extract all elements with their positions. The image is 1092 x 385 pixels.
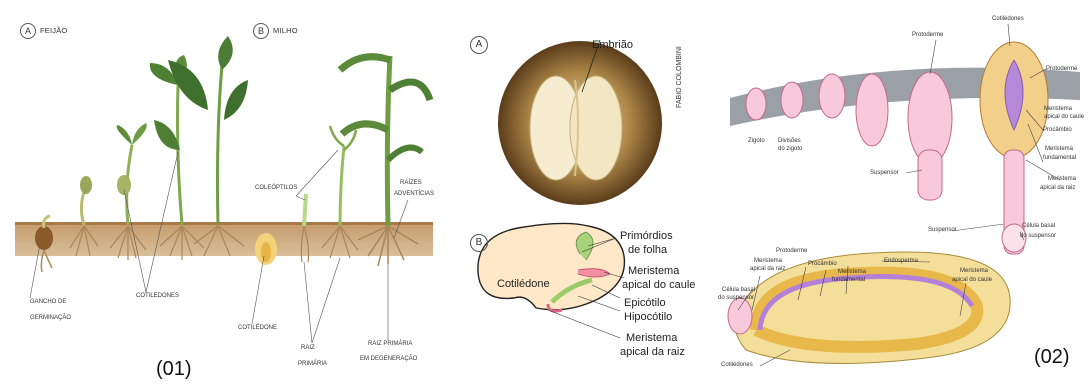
divisoes-label-line1: Divisões bbox=[778, 138, 801, 145]
cotiledones-top-label: Cotilédones bbox=[992, 16, 1024, 23]
celula-basal-right-line1: Célula basal bbox=[1022, 223, 1055, 230]
primordios-label-line2: de folha bbox=[628, 244, 667, 256]
epicotilo-label: Epicótilo bbox=[624, 297, 666, 309]
cotiledone-label: Cotilédone bbox=[497, 278, 550, 290]
divisoes-label-line2: do zigoto bbox=[778, 146, 802, 153]
cotiledones-label: COTILEDONES bbox=[136, 293, 179, 300]
cotiledones-bottom-label: Cotilédones bbox=[721, 362, 753, 369]
meristema-caule-bottom-line1: Meristema bbox=[960, 268, 988, 275]
procambio-right-label: Procâmbio bbox=[1043, 127, 1072, 134]
raiz-primaria-label-line1: RAIZ bbox=[301, 345, 315, 352]
meristema-fundamental-bottom-line1: Meristema bbox=[838, 269, 866, 276]
endosperma-label: Endosperma bbox=[884, 258, 918, 265]
protoderme-top-label: Protoderme bbox=[912, 32, 943, 39]
protoderme-right-label: Protoderme bbox=[1046, 66, 1077, 73]
raiz-primaria-label-line2: PRIMÁRIA bbox=[298, 361, 327, 368]
protoderme-bottom-label: Protoderme bbox=[776, 248, 807, 255]
photo-credit: FABIO COLOMBINI bbox=[676, 46, 684, 108]
cotiledone-milho-label: COTILÉDONE bbox=[238, 325, 277, 332]
letter-a-badge: A bbox=[20, 23, 36, 39]
raiz-degeneracao-label-line1: RAIZ PRIMÁRIA bbox=[368, 341, 412, 348]
meristema-raiz-bottom-line2: apical da raiz bbox=[750, 266, 785, 273]
meristema-raiz-label-line2: apical da raiz bbox=[620, 346, 685, 358]
suspensor-label-1: Suspensor bbox=[870, 170, 899, 177]
meristema-raiz-bottom-line1: Meristema bbox=[754, 258, 782, 265]
seed-letter-b-badge: B bbox=[470, 234, 488, 252]
raizes-adventicias-label-line2: ADVENTÍCIAS bbox=[394, 191, 434, 198]
coleoptilos-label: COLEÓPTILOS bbox=[255, 185, 297, 192]
meristema-caule-label-line1: Meristema bbox=[628, 265, 679, 277]
meristema-caule-right-line1: Meristema bbox=[1044, 106, 1072, 113]
meristema-raiz-right-line2: apical da raiz bbox=[1040, 185, 1075, 192]
suspensor-label-2: Suspensor bbox=[928, 227, 957, 234]
gancho-label-line1: GANCHO DE bbox=[30, 299, 66, 306]
meristema-raiz-right-line1: Meristema bbox=[1048, 176, 1076, 183]
corn-seed-illustration bbox=[255, 233, 277, 265]
embriao-label: Embrião bbox=[592, 39, 633, 51]
hipocotilo-label: Hipocótilo bbox=[624, 311, 672, 323]
meristema-fundamental-right-line2: fundamental bbox=[1043, 155, 1076, 162]
meristema-raiz-label-line1: Meristema bbox=[626, 332, 677, 344]
bean-photo bbox=[498, 40, 662, 205]
celula-basal-right-line2: do suspensor bbox=[1020, 233, 1056, 240]
raizes-adventicias-label-line1: RAÍZES bbox=[400, 180, 422, 187]
letter-b-badge: B bbox=[253, 23, 269, 39]
embryo-development-diagram bbox=[728, 24, 1080, 366]
feijao-title: FEIJÃO bbox=[40, 27, 67, 35]
meristema-caule-right-line2: apical do caule bbox=[1044, 114, 1084, 121]
procambio-bottom-label: Procâmbio bbox=[808, 261, 837, 268]
seed-letter-a-badge: A bbox=[470, 36, 488, 54]
celula-basal-left-line2: do suspensor bbox=[718, 295, 754, 302]
meristema-fundamental-bottom-line2: fundamental bbox=[832, 277, 865, 284]
figure-number-01: (01) bbox=[156, 358, 192, 380]
celula-basal-left-line1: Célula basal bbox=[722, 287, 755, 294]
meristema-caule-bottom-line2: apical do caule bbox=[952, 277, 992, 284]
germination-scene bbox=[15, 36, 433, 343]
milho-title: MILHO bbox=[273, 27, 298, 35]
gancho-label-line2: GERMINAÇÃO bbox=[30, 315, 71, 322]
primordios-label-line1: Primórdios bbox=[620, 230, 673, 242]
meristema-caule-label-line2: apical do caule bbox=[622, 279, 695, 291]
meristema-fundamental-right-line1: Meristema bbox=[1045, 146, 1073, 153]
figure-number-02: (02) bbox=[1034, 346, 1070, 368]
zigoto-label: Zigoto bbox=[748, 138, 765, 145]
raiz-degeneracao-label-line2: EM DEGENERAÇÃO bbox=[360, 356, 417, 363]
